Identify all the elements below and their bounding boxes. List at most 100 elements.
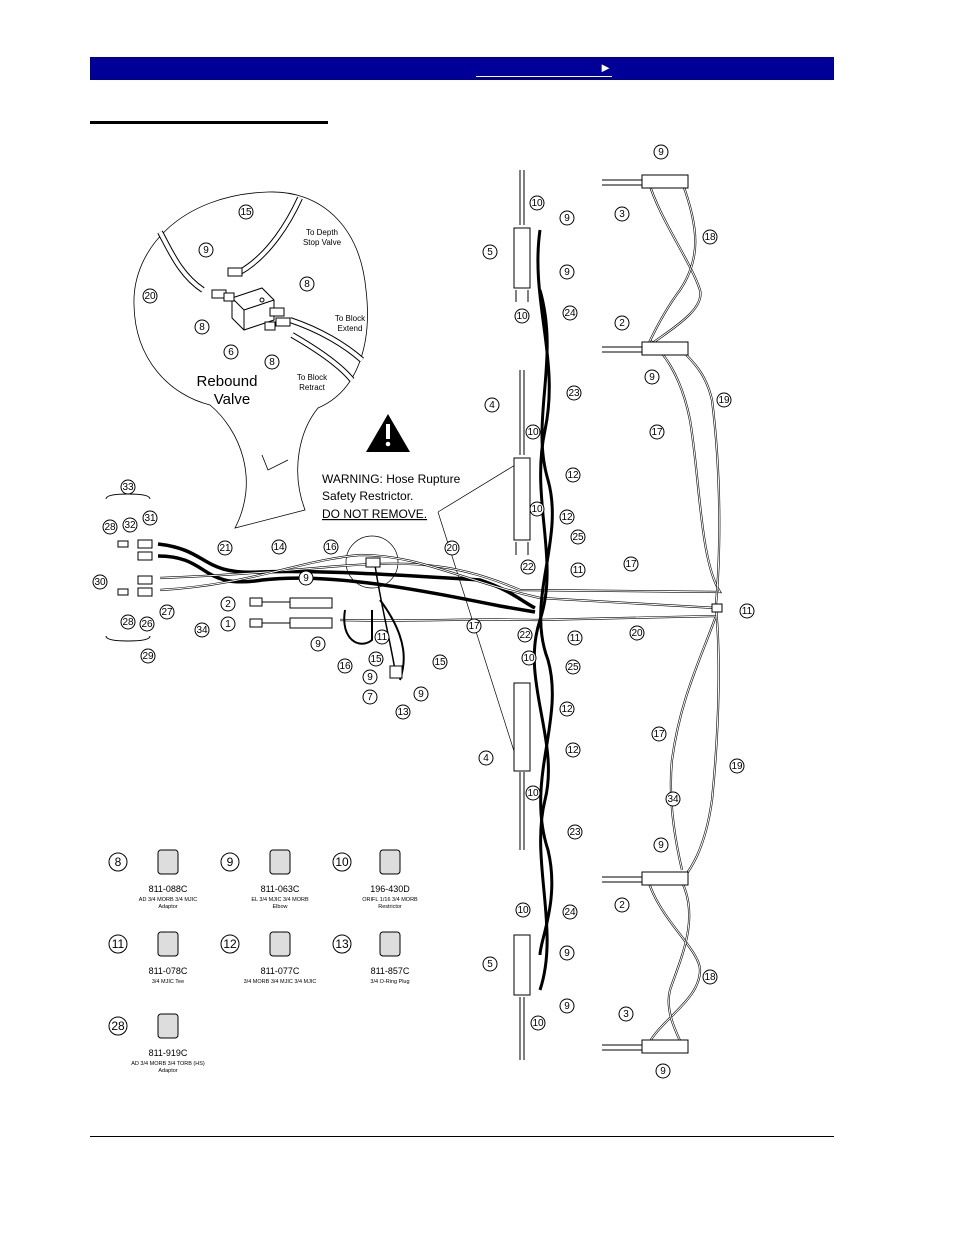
callout-9: 9 (653, 837, 669, 853)
next-page-link[interactable]: ► (476, 61, 612, 77)
inset-title-line2: Valve (214, 391, 250, 408)
callout-number: 10 (517, 905, 529, 916)
callout-number: 9 (564, 267, 570, 278)
part-code: 811-063C (261, 884, 300, 894)
callout-17: 17 (651, 726, 667, 742)
callout-9: 9 (198, 242, 214, 258)
callout-number: 10 (527, 788, 539, 799)
callout-12: 12 (565, 467, 581, 483)
rebound-valve-block (211, 267, 291, 331)
callout-number: 14 (273, 542, 285, 553)
callout-15: 15 (238, 204, 254, 220)
callout-number: 8 (304, 279, 310, 290)
callout-23: 23 (567, 824, 583, 840)
callout-number: 9 (303, 573, 309, 584)
part-number: 8 (115, 855, 122, 869)
main-hoses (157, 179, 722, 1046)
callout-number: 8 (269, 357, 275, 368)
callout-7: 7 (362, 689, 378, 705)
callout-number: 2 (619, 318, 625, 329)
callout-24: 24 (562, 305, 578, 321)
part-description: EL 3/4 MJIC 3/4 MORB (251, 897, 309, 903)
callout-19: 19 (729, 758, 745, 774)
callout-24: 24 (562, 904, 578, 920)
part-description: 3/4 MJIC Tee (152, 979, 184, 985)
title-rule (90, 121, 328, 124)
callout-number: 12 (567, 470, 579, 481)
callout-number: 29 (142, 651, 154, 662)
part-description: 3/4 O-Ring Plug (370, 979, 409, 985)
fitting-icon (379, 931, 401, 957)
callout-11: 11 (739, 603, 755, 619)
callout-17: 17 (466, 618, 482, 634)
callout-4: 4 (484, 397, 500, 413)
callout-18: 18 (702, 969, 718, 985)
callout-20: 20 (629, 625, 645, 641)
note-retract-line1: To Block (297, 373, 328, 382)
callout-23: 23 (566, 385, 582, 401)
callout-number: 23 (569, 827, 581, 838)
fitting-icon (157, 849, 179, 875)
callout-21: 21 (217, 540, 233, 556)
part-code: 811-857C (371, 966, 410, 976)
rebound-valve-inset (133, 191, 368, 529)
callout-number: 9 (649, 372, 655, 383)
note-extend-line2: Extend (338, 324, 363, 333)
callout-number: 24 (564, 308, 576, 319)
callout-number: 17 (653, 729, 665, 740)
callout-2: 2 (614, 315, 630, 331)
warning-leaders (437, 461, 521, 771)
part-description: Restrictor (378, 904, 402, 910)
callout-number: 21 (219, 543, 231, 554)
part-code: 811-078C (149, 966, 188, 976)
callout-16: 16 (337, 658, 353, 674)
callout-10: 10 (525, 424, 541, 440)
callout-number: 20 (446, 543, 458, 554)
warning-line2: Safety Restrictor. (322, 489, 413, 503)
part-number: 13 (335, 937, 349, 951)
callout-number: 19 (731, 761, 743, 772)
fitting-icon (379, 849, 401, 875)
callout-8: 8 (299, 276, 315, 292)
callout-22: 22 (520, 559, 536, 575)
callout-22: 22 (517, 627, 533, 643)
footer-rule (90, 1136, 834, 1137)
callout-number: 17 (651, 427, 663, 438)
callout-17: 17 (649, 424, 665, 440)
callout-29: 29 (140, 648, 156, 664)
callout-20: 20 (142, 288, 158, 304)
callout-9: 9 (559, 998, 575, 1014)
part-description: AD 3/4 MORB 3/4 TORB (HS) (131, 1061, 205, 1067)
callout-number: 15 (370, 654, 382, 665)
callout-number: 5 (487, 959, 493, 970)
callout-number: 3 (619, 209, 625, 220)
part-description: Adaptor (158, 1068, 177, 1074)
callout-14: 14 (271, 539, 287, 555)
warning-icon (366, 414, 410, 452)
callout-number: 20 (631, 628, 643, 639)
callout-number: 19 (718, 395, 730, 406)
callout-9: 9 (362, 669, 378, 685)
part-number: 9 (227, 855, 234, 869)
callout-number: 7 (367, 692, 373, 703)
callout-number: 2 (619, 900, 625, 911)
callout-number: 32 (124, 520, 136, 531)
callout-5: 5 (482, 956, 498, 972)
callout-4: 4 (478, 750, 494, 766)
callout-2: 2 (220, 596, 236, 612)
callout-30: 30 (92, 574, 108, 590)
callout-number: 11 (742, 606, 753, 617)
callout-number: 15 (240, 207, 252, 218)
callout-20: 20 (444, 540, 460, 556)
callout-25: 25 (570, 529, 586, 545)
callout-number: 9 (418, 689, 424, 700)
callout-28: 28 (102, 519, 118, 535)
callout-25: 25 (565, 659, 581, 675)
part-description: Adaptor (158, 904, 177, 910)
callout-10: 10 (529, 501, 545, 517)
callout-9: 9 (559, 945, 575, 961)
fitting-icon (269, 931, 291, 957)
callout-10: 10 (521, 650, 537, 666)
